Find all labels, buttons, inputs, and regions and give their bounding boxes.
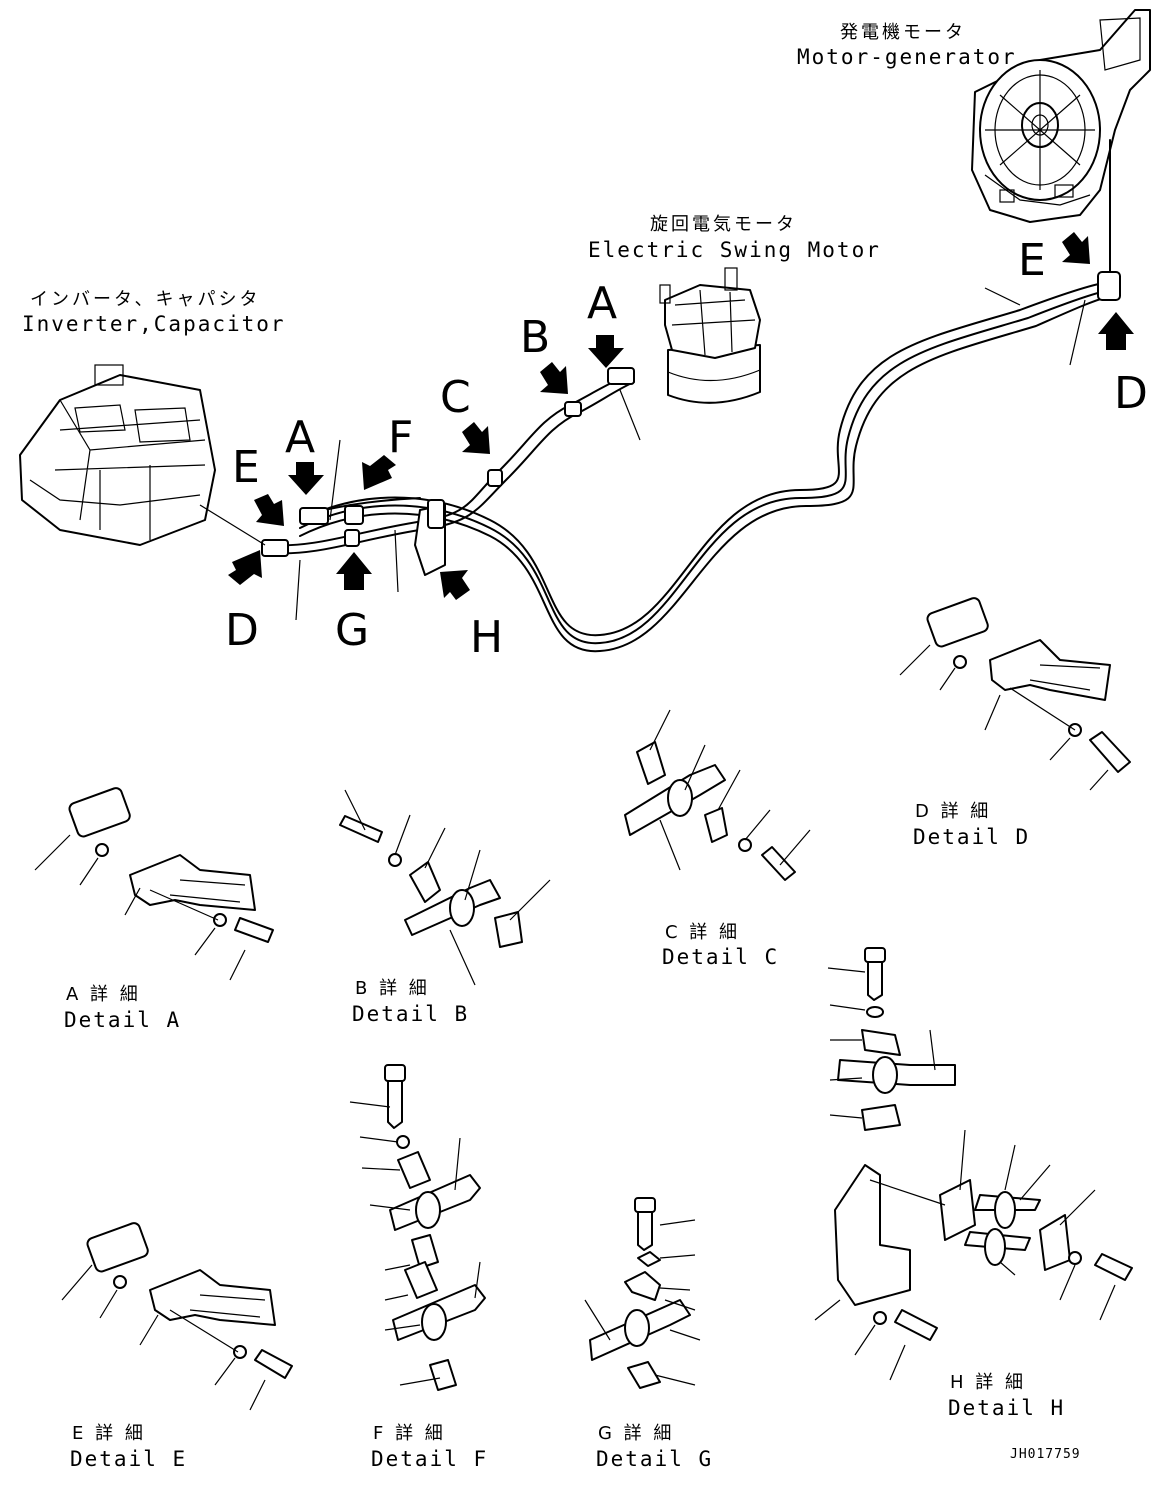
callout-f-left: F: [388, 412, 413, 463]
drawing-code: JH017759: [1010, 1447, 1081, 1462]
arrow-g-left: [336, 552, 372, 590]
detail-d-label-jp: D 詳 細: [915, 801, 991, 822]
callout-e-right: E: [1018, 235, 1046, 286]
callout-g-left: G: [335, 605, 369, 656]
arrow-c-top: [462, 422, 490, 454]
detail-c-drawing: [624, 709, 811, 881]
callout-arrows: [228, 232, 1134, 600]
arrow-b-top: [540, 362, 568, 394]
callout-c-top: C: [440, 372, 471, 423]
callout-a-left: A: [285, 412, 315, 463]
detail-d-label-en: Detail D: [913, 825, 1030, 849]
motor-generator-label-jp: 発電機モータ: [840, 22, 966, 43]
callout-b-top: B: [520, 312, 550, 363]
inverter-capacitor-unit: [19, 364, 216, 546]
swing-motor-unit: [659, 267, 761, 404]
motor-generator-unit: [971, 9, 1151, 276]
detail-f-drawing: [349, 1064, 486, 1391]
detail-f-label-en: Detail F: [371, 1447, 488, 1471]
callout-d-left: D: [225, 605, 259, 656]
detail-a-label-en: Detail A: [64, 1008, 181, 1032]
inverter-label-jp: インバータ、キャパシタ: [30, 289, 260, 310]
callout-d-right: D: [1114, 368, 1148, 419]
motor-generator-label-en: Motor-generator: [797, 45, 1017, 69]
detail-e-label-jp: E 詳 細: [72, 1423, 146, 1444]
arrow-e-left: [254, 494, 284, 526]
detail-e-drawing: [61, 1222, 293, 1411]
arrow-d-left: [228, 550, 262, 585]
arrow-h-left: [440, 570, 470, 600]
arrow-f-left: [362, 455, 396, 490]
callout-h-left: H: [470, 612, 503, 663]
detail-d-drawing: [899, 597, 1131, 791]
detail-f-label-jp: F 詳 細: [373, 1423, 446, 1444]
detail-e-label-en: Detail E: [70, 1447, 187, 1471]
arrow-a-top: [588, 335, 624, 368]
swing-motor-label-en: Electric Swing Motor: [588, 238, 881, 262]
detail-b-drawing: [339, 789, 551, 986]
detail-h-label-jp: H 詳 細: [950, 1372, 1026, 1393]
detail-h-drawing: [814, 947, 1133, 1381]
detail-g-label-en: Detail G: [596, 1447, 713, 1471]
arrow-a-left: [288, 462, 324, 495]
detail-g-label-jp: G 詳 細: [598, 1423, 674, 1444]
swing-motor-label-jp: 旋回電気モータ: [650, 214, 797, 235]
detail-h-label-en: Detail H: [948, 1396, 1065, 1420]
arrow-e-right: [1062, 232, 1090, 264]
detail-c-label-en: Detail C: [662, 945, 779, 969]
detail-c-label-jp: C 詳 細: [665, 922, 740, 943]
inverter-label-en: Inverter,Capacitor: [22, 312, 286, 336]
detail-g-drawing: [584, 1197, 701, 1389]
detail-a-label-jp: A 詳 細: [66, 984, 141, 1005]
callout-e-left: E: [232, 442, 260, 493]
arrow-d-right: [1098, 312, 1134, 350]
main-harness: [199, 271, 1121, 653]
detail-a-drawing: [34, 787, 274, 981]
detail-b-label-en: Detail B: [352, 1002, 469, 1026]
callout-a-top: A: [587, 278, 617, 329]
detail-b-label-jp: B 詳 細: [355, 978, 430, 999]
